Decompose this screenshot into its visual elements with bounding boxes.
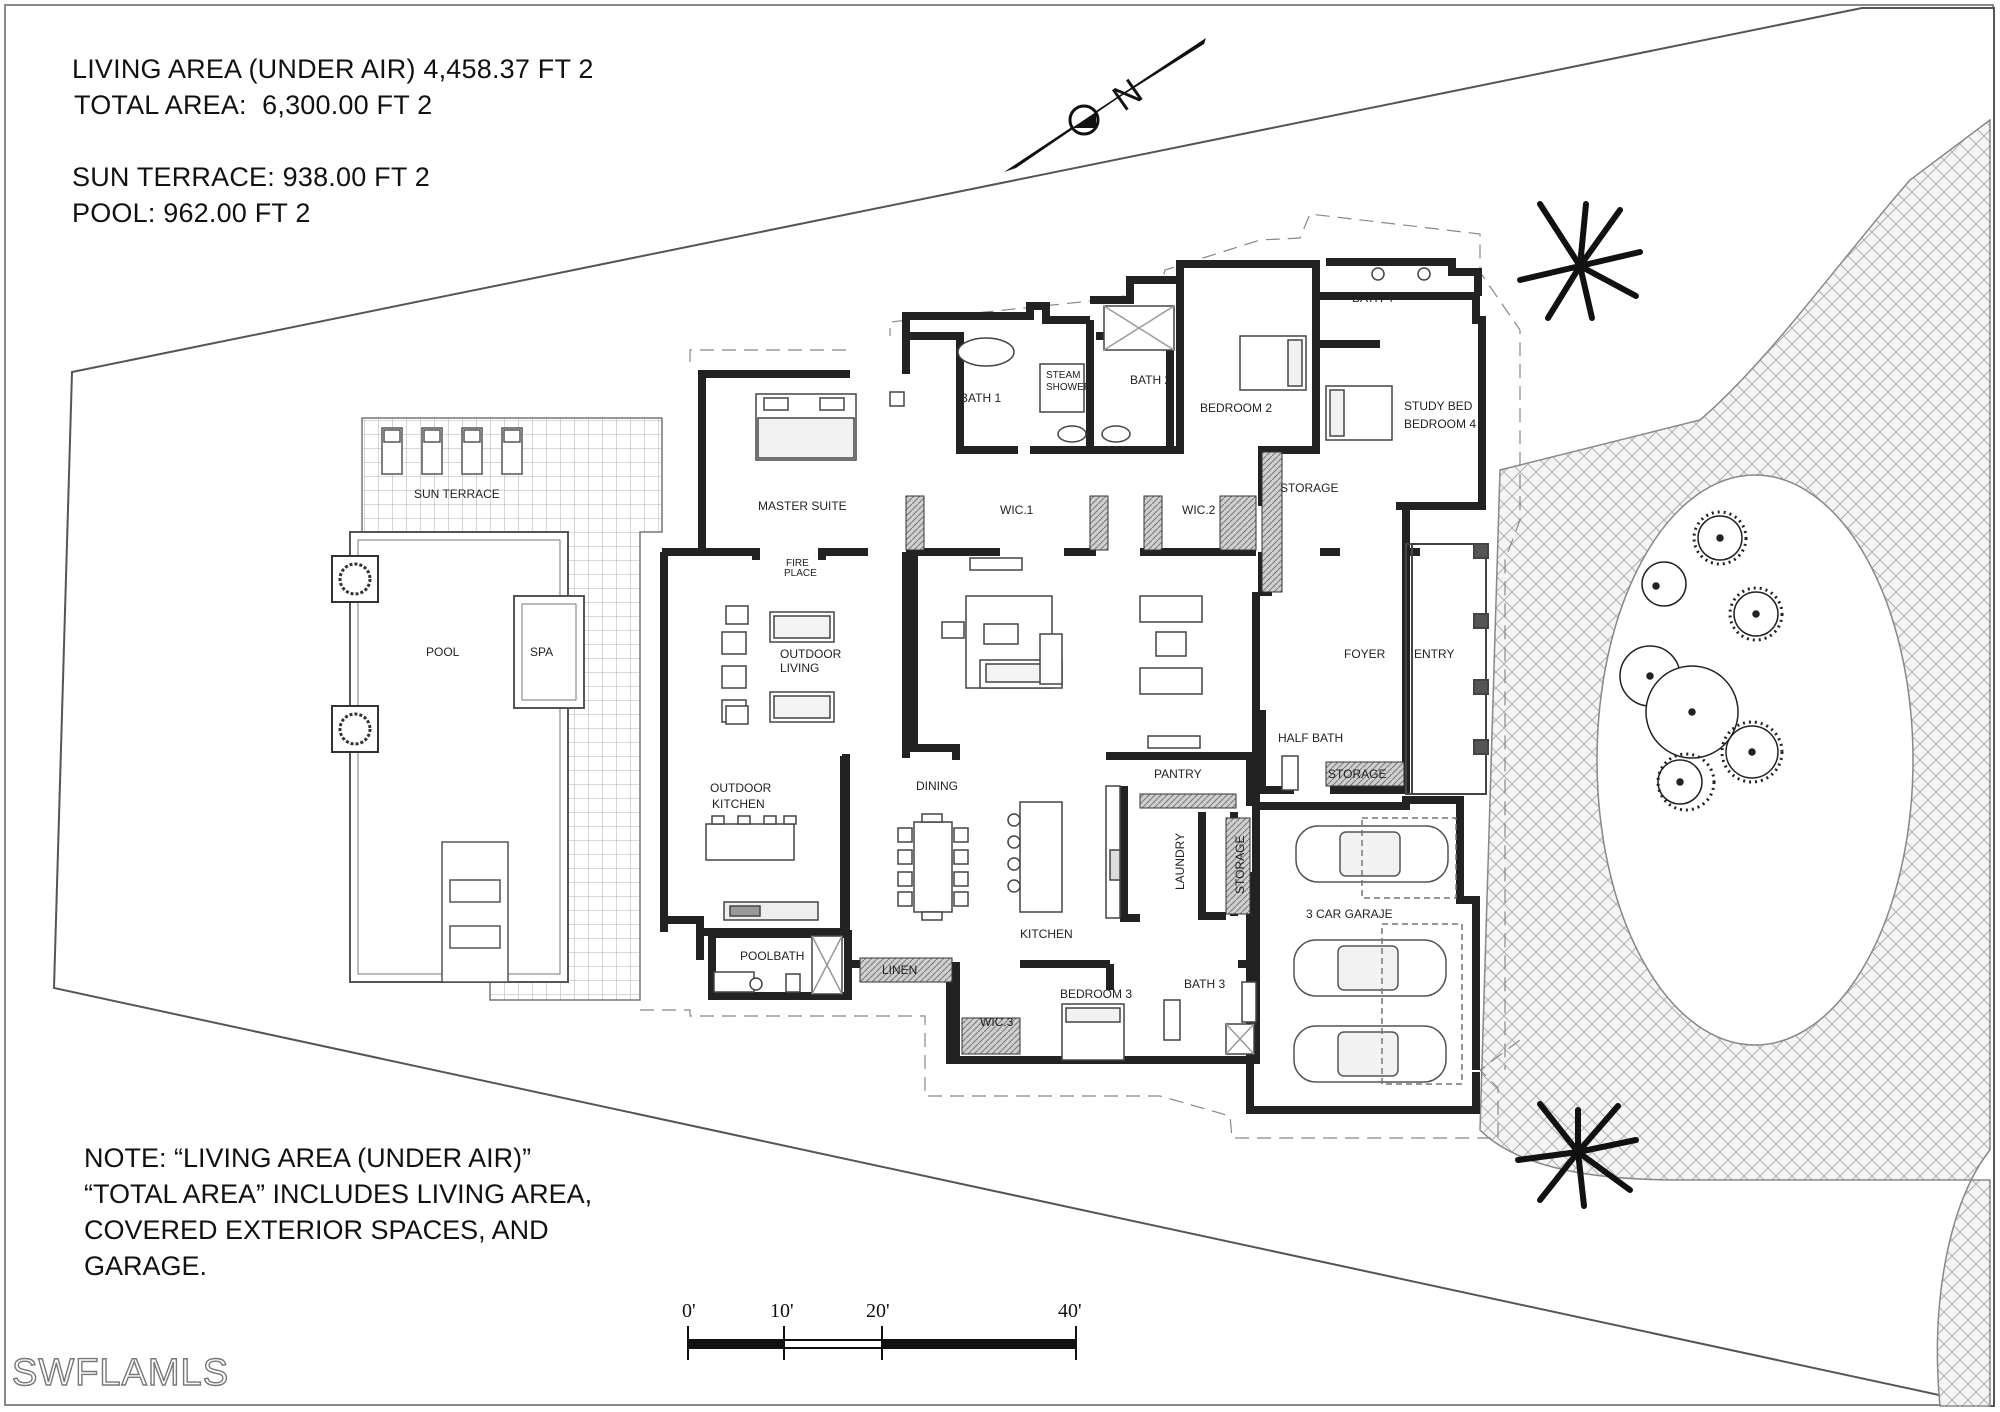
label-half-bath: HALF BATH — [1278, 731, 1343, 745]
bedroom3-bed — [1061, 999, 1181, 1061]
label-wic3: WIC.3 — [980, 1015, 1014, 1029]
label-storage-mid: STORAGE — [1328, 767, 1386, 781]
label-bath4: BATH 4 — [1352, 291, 1393, 305]
label-fireplace-1: FIRE — [786, 558, 809, 569]
kitchen-dining-furniture — [705, 785, 1121, 921]
note-line: NOTE: “LIVING AREA (UNDER AIR)” — [84, 1143, 532, 1173]
palm-tree-bottom — [1515, 1101, 1639, 1209]
label-study-2: BEDROOM 4 — [1404, 417, 1476, 431]
landscape-shrubs — [1619, 510, 1784, 812]
entry-porch — [1405, 543, 1489, 795]
total-area-text: TOTAL AREA: 6,300.00 FT 2 — [74, 90, 433, 120]
watermark: SWFLAMLS — [11, 1351, 230, 1394]
scale-tick-0: 0' — [682, 1300, 696, 1322]
scale-bar — [687, 1326, 1077, 1360]
note-line: COVERED EXTERIOR SPACES, AND — [84, 1215, 549, 1245]
label-wic1: WIC.1 — [1000, 503, 1034, 517]
label-bedroom2: BEDROOM 2 — [1200, 401, 1272, 415]
label-bath2: BATH 2 — [1130, 373, 1171, 387]
note-line: “TOTAL AREA” INCLUDES LIVING AREA, — [84, 1179, 593, 1209]
north-label: N — [1105, 70, 1150, 118]
label-steam-1: STEAM — [1046, 370, 1080, 381]
label-dining: DINING — [916, 779, 958, 793]
label-linen: LINEN — [882, 963, 917, 977]
label-foyer: FOYER — [1344, 647, 1386, 661]
note-line: GARAGE. — [84, 1251, 208, 1281]
garage-cars — [1293, 817, 1463, 1085]
scale-tick-10: 10' — [770, 1300, 794, 1322]
label-pantry: PANTRY — [1154, 767, 1202, 781]
label-outdoor-living-1: OUTDOOR — [780, 647, 842, 661]
room-labels: SUN TERRACE POOL SPA MASTER SUITE FIRE P… — [414, 291, 1476, 1029]
label-outdoor-kitchen-2: KITCHEN — [712, 797, 765, 811]
palm-tree-top — [1517, 201, 1643, 321]
label-steam-2: SHOWER — [1046, 382, 1091, 393]
label-outdoor-living-2: LIVING — [780, 661, 819, 675]
label-study-1: STUDY BED — [1404, 399, 1473, 413]
label-bath1: BATH 1 — [960, 391, 1001, 405]
pool-loungers — [441, 841, 509, 983]
label-bedroom3: BEDROOM 3 — [1060, 987, 1132, 1001]
bedroom2-bed — [1239, 335, 1307, 391]
pool-area-text: POOL: 962.00 FT 2 — [72, 198, 311, 228]
label-pool: POOL — [426, 645, 460, 659]
living-furniture — [721, 557, 1203, 749]
label-poolbath: POOLBATH — [740, 949, 804, 963]
label-entry: ENTRY — [1414, 647, 1454, 661]
pool-planters — [331, 555, 379, 753]
label-kitchen: KITCHEN — [1020, 927, 1073, 941]
scale-tick-40: 40' — [1058, 1300, 1082, 1322]
label-wic2: WIC.2 — [1182, 503, 1216, 517]
lounge-chairs — [381, 427, 523, 475]
label-laundry: LAUNDRY — [1173, 833, 1187, 890]
bedroom4-bed — [1325, 385, 1393, 441]
master-bed — [755, 391, 905, 461]
label-master-suite: MASTER SUITE — [758, 499, 847, 513]
label-garage: 3 CAR GARAJE — [1306, 907, 1393, 921]
scale-tick-20: 20' — [866, 1300, 890, 1322]
label-sun-terrace: SUN TERRACE — [414, 487, 500, 501]
label-bath3: BATH 3 — [1184, 977, 1225, 991]
living-area-text: LIVING AREA (UNDER AIR) 4,458.37 FT 2 — [72, 54, 594, 84]
label-fireplace-2: PLACE — [784, 568, 817, 579]
label-storage-top: STORAGE — [1280, 481, 1338, 495]
area-note: NOTE: “LIVING AREA (UNDER AIR)” “TOTAL A… — [84, 1140, 592, 1284]
sun-terrace-area-text: SUN TERRACE: 938.00 FT 2 — [72, 162, 430, 192]
label-storage-vert: STORAGE — [1233, 836, 1247, 894]
spa — [513, 595, 585, 709]
bath-fixtures — [713, 267, 1431, 1055]
label-spa: SPA — [530, 645, 553, 659]
label-outdoor-kitchen-1: OUTDOOR — [710, 781, 772, 795]
hatched-storage — [859, 451, 1405, 1055]
